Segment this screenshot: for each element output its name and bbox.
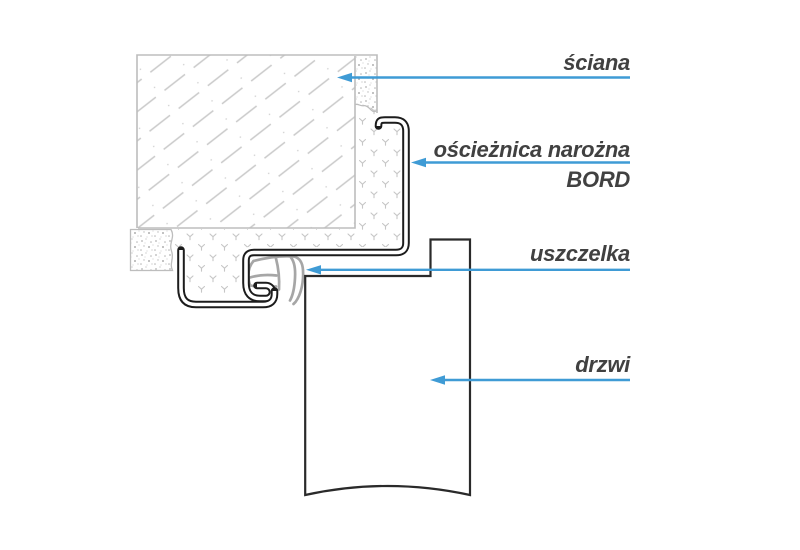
mortar-strip-break-line xyxy=(355,103,377,113)
wall-hatch xyxy=(137,55,355,228)
frame-label-line2: BORD xyxy=(566,167,630,192)
frame-label-line1: ościeżnica narożna xyxy=(433,137,631,162)
frame-label: ościeżnica narożna BORD xyxy=(433,135,631,195)
door-label: drzwi xyxy=(575,352,630,377)
door-arrow xyxy=(430,375,630,385)
wall-outline xyxy=(136,54,378,229)
gasket-arrow xyxy=(306,265,630,275)
wall-label: ściana xyxy=(563,50,630,75)
frame-profile-return xyxy=(177,246,279,309)
callout-arrows xyxy=(306,72,630,385)
mortar-block xyxy=(129,228,174,272)
frame-arrow xyxy=(411,157,630,168)
gasket-label: uszczelka xyxy=(529,241,630,266)
frame-profile-main xyxy=(242,116,410,303)
door xyxy=(304,238,472,497)
plaster-region xyxy=(174,105,401,294)
wall-arrow xyxy=(337,72,630,83)
mortar-strip xyxy=(356,56,377,112)
